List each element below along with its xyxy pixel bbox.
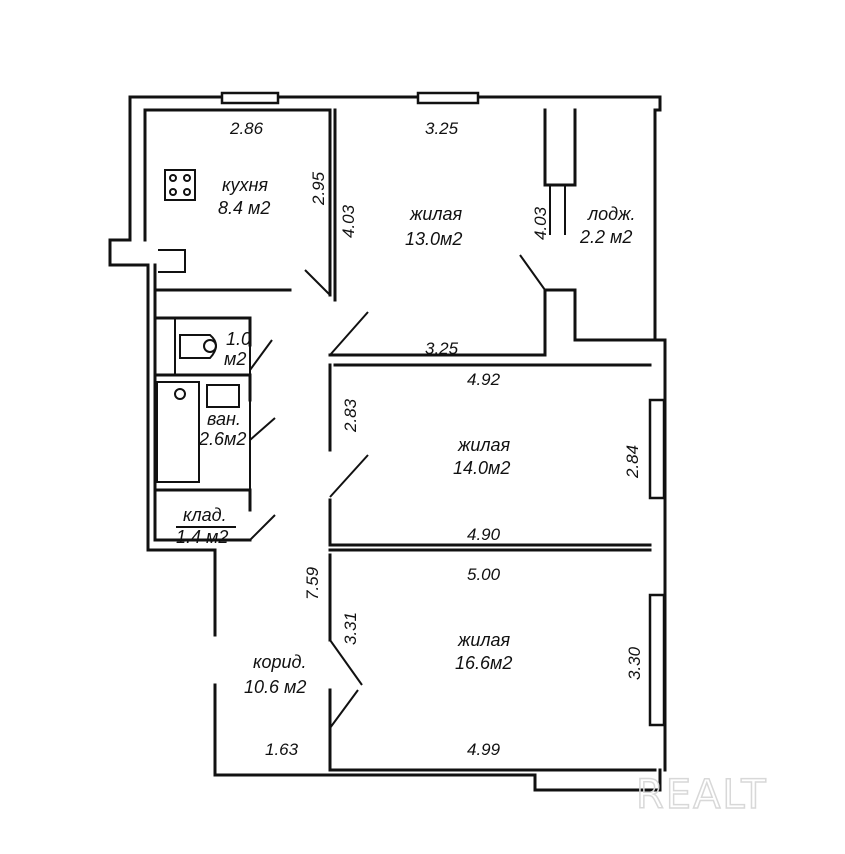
wc-area-unit: м2 <box>224 349 246 369</box>
living2-depth-right: 2.84 <box>623 445 642 479</box>
fixtures <box>156 169 240 483</box>
interior-walls <box>143 108 662 772</box>
living1-depth-left: 4.03 <box>339 204 358 238</box>
living3-depth-right: 3.30 <box>625 646 644 680</box>
living2-depth-left: 2.83 <box>341 398 360 433</box>
wc-area-value: 1.0 <box>226 329 251 349</box>
corridor-area: 10.6 м2 <box>244 677 306 697</box>
toilet-icon <box>179 334 217 359</box>
storage-area: 1.4 м2 <box>176 527 228 547</box>
watermark-logo: REALT <box>636 772 768 818</box>
living3-name: жилая <box>457 630 511 650</box>
sink-icon <box>158 249 186 273</box>
living1-depth-right: 4.03 <box>531 206 550 240</box>
corridor-width: 1.63 <box>265 740 299 759</box>
living2-width-bottom: 4.90 <box>467 525 501 544</box>
living2-area: 14.0м2 <box>453 458 510 478</box>
window-living1 <box>416 91 480 105</box>
loggia-name: лодж. <box>587 204 636 224</box>
living3-depth-left: 3.31 <box>341 612 360 645</box>
storage-name: клад. <box>183 505 227 525</box>
window-living2 <box>648 398 666 500</box>
window-kitchen <box>220 91 280 105</box>
kitchen-depth: 2.95 <box>309 171 328 206</box>
corridor-length: 7.59 <box>303 566 322 600</box>
living3-area: 16.6м2 <box>455 653 512 673</box>
washbasin-icon <box>206 384 240 408</box>
living2-name: жилая <box>457 435 511 455</box>
living3-width-top: 5.00 <box>467 565 501 584</box>
window-living3 <box>648 593 666 727</box>
bath-name: ван. <box>207 409 241 429</box>
living2-width-top: 4.92 <box>467 370 501 389</box>
living1-name: жилая <box>409 204 463 224</box>
corridor-name: корид. <box>253 652 306 672</box>
loggia-area: 2.2 м2 <box>579 227 632 247</box>
living1-width-bottom: 3.25 <box>425 339 459 358</box>
kitchen-width: 2.86 <box>229 119 264 138</box>
kitchen-area: 8.4 м2 <box>218 198 270 218</box>
living1-width-top: 3.25 <box>425 119 459 138</box>
living1-area: 13.0м2 <box>405 229 462 249</box>
living3-width-bottom: 4.99 <box>467 740 501 759</box>
kitchen-name: кухня <box>222 175 268 195</box>
bath-area: 2.6м2 <box>198 429 246 449</box>
stove-icon <box>164 169 196 201</box>
outer-walls <box>108 91 667 792</box>
bathtub-icon <box>156 381 200 483</box>
